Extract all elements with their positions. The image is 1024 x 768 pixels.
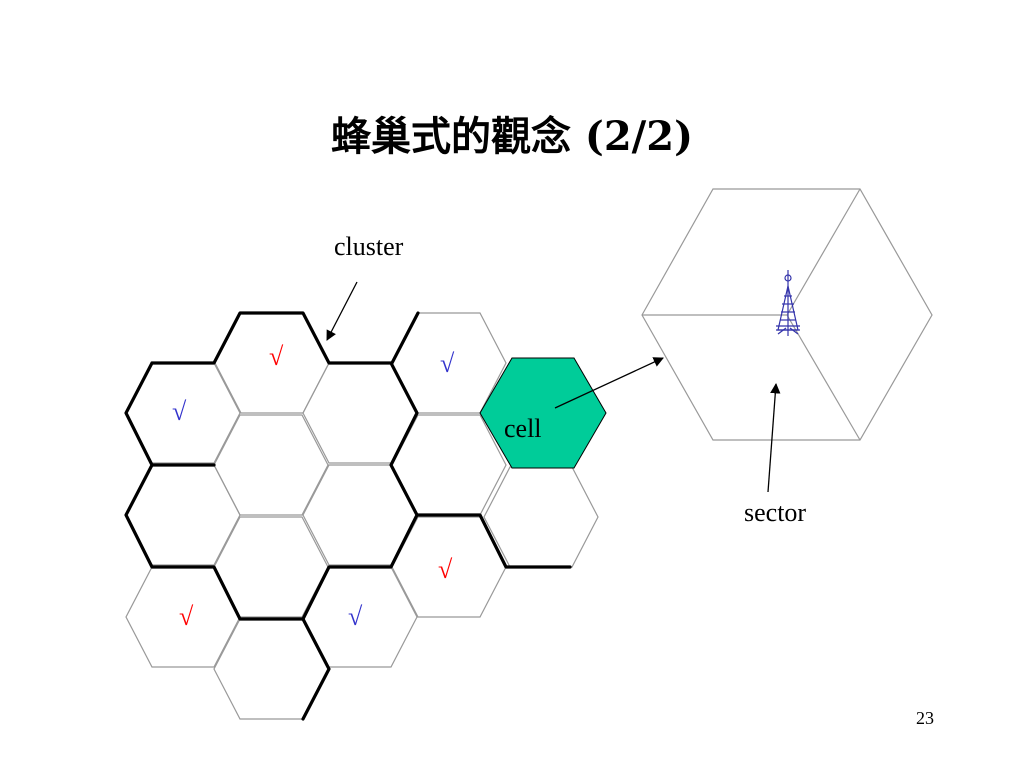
check-mark-red: √ [438, 555, 453, 584]
hex-cell [483, 466, 599, 568]
sector-label: sector [744, 498, 807, 527]
antenna-tower-icon [776, 270, 800, 336]
sector-hexagon [641, 188, 933, 441]
page-number: 23 [916, 708, 934, 728]
cluster-label: cluster [334, 232, 404, 261]
highlighted-cell [479, 357, 607, 469]
cluster-boundary [124, 311, 419, 621]
cluster-boundary-lower [301, 617, 331, 721]
check-mark-red: √ [179, 602, 194, 631]
sector-hex-outline [641, 188, 933, 441]
cluster-boundaries [124, 311, 572, 721]
sector-divider [786, 314, 861, 441]
cluster-boundary-right [415, 513, 572, 569]
slide-title: 蜂巢式的觀念 (2/2) [330, 113, 694, 160]
check-mark-blue: √ [440, 349, 455, 378]
cluster-boundary-upper-right [390, 311, 420, 365]
sector-divider [786, 188, 861, 316]
sector-arrow [767, 382, 781, 493]
cluster-arrow [326, 281, 358, 341]
check-mark-blue: √ [172, 397, 187, 426]
cell-arrow [554, 357, 664, 409]
check-mark-blue: √ [348, 602, 363, 631]
check-mark-red: √ [269, 342, 284, 371]
cell-label: cell [504, 414, 542, 443]
